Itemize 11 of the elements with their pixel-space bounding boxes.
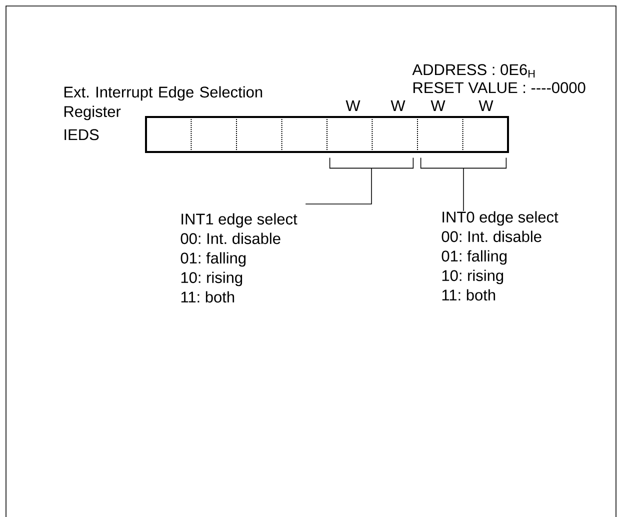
field-description: INT0 edge select 00: Int. disable 01: falling 10: rising 11: both bbox=[442, 211, 558, 301]
register-box bbox=[145, 116, 509, 153]
bracket bbox=[329, 157, 414, 169]
leader-line bbox=[463, 168, 464, 212]
field-description: INT1 edge select 00: Int. disable 01: falling 10: rising 11: both bbox=[180, 213, 298, 303]
address-text: ADDRESS : 0E6$_{H}$ bbox=[412, 64, 535, 78]
bracket bbox=[420, 157, 507, 169]
reset-value-text: RESET VALUE : ----0000 bbox=[413, 82, 586, 94]
leader-line bbox=[305, 168, 372, 204]
register-name: IEDS bbox=[64, 129, 99, 140]
title: Ext. Interrupt Edge Selection Register bbox=[64, 86, 262, 120]
